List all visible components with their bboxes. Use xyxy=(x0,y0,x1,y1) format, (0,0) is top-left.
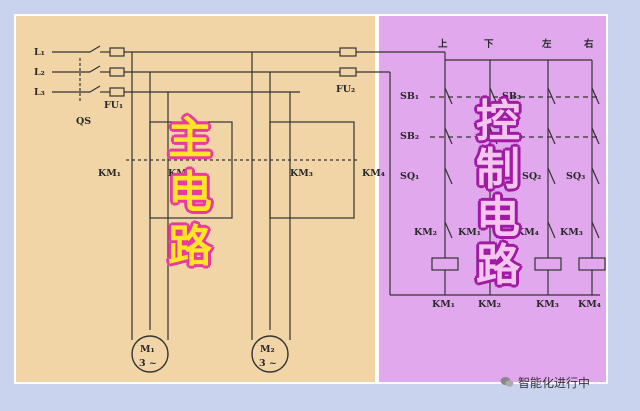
control-circuit-panel xyxy=(377,14,608,384)
direction-up: 上 xyxy=(438,38,448,50)
main-circuit-title: 主 电 路 xyxy=(162,112,218,274)
coil-km1-label: KM₁ xyxy=(432,299,455,310)
coil-km1 xyxy=(431,257,459,271)
sb1-label: SB₁ xyxy=(400,91,419,102)
direction-down: 下 xyxy=(484,39,494,50)
interlock-km1-label: KM₁ xyxy=(458,227,481,238)
control-title-char-1: 控 xyxy=(476,96,520,147)
control-title-char-3: 电 xyxy=(476,192,520,243)
control-wiring xyxy=(389,52,600,296)
motor-1-symbol xyxy=(131,335,169,373)
phase-label-l2: L₂ xyxy=(34,67,45,78)
coil-km2-label: KM₂ xyxy=(478,299,501,310)
main-wiring xyxy=(52,45,445,340)
control-title-char-2: 制 xyxy=(476,144,520,195)
km2-main-label: KM₂ xyxy=(168,168,191,179)
watermark-text: 智能化进行中 xyxy=(518,375,591,390)
control-title-char-4: 路 xyxy=(476,240,520,291)
sb2-label: SB₂ xyxy=(400,131,419,142)
coil-km3 xyxy=(534,257,562,271)
motor-2-label: M₂ xyxy=(260,344,275,355)
direction-right: 右 xyxy=(583,38,594,50)
coil-km3-label: KM₃ xyxy=(536,299,559,310)
interlock-km4-label: KM₄ xyxy=(516,227,539,238)
main-title-char-3: 路 xyxy=(168,221,212,272)
watermark: 智能化进行中 xyxy=(500,371,590,393)
coil-km4 xyxy=(578,257,606,271)
km3-main-label: KM₃ xyxy=(290,168,313,179)
control-circuit-title: 控 制 电 路 xyxy=(470,98,526,290)
main-circuit-panel xyxy=(14,14,377,384)
motor-2-symbol xyxy=(251,335,289,373)
coil-km2 xyxy=(476,257,504,271)
interlock-km2-label: KM₂ xyxy=(414,227,437,238)
km4-main-label: KM₄ xyxy=(362,168,385,179)
sb4-label: SB₄ xyxy=(502,131,521,142)
phase-label-l3: L₃ xyxy=(34,87,45,98)
km1-main-label: KM₁ xyxy=(98,168,121,179)
main-title-char-1: 主 xyxy=(168,113,212,164)
motor-1-sub: 3 ~ xyxy=(139,358,157,369)
main-title-char-2: 电 xyxy=(168,167,212,218)
coil-km4-label: KM₄ xyxy=(578,299,601,310)
motor-2-sub: 3 ~ xyxy=(259,358,277,369)
motor-1-label: M₁ xyxy=(140,344,155,355)
direction-left: 左 xyxy=(541,38,552,50)
interlock-km3-label: KM₃ xyxy=(560,227,583,238)
phase-label-l1: L₁ xyxy=(34,47,45,58)
sq1-label: SQ₁ xyxy=(400,171,419,182)
wechat-icon xyxy=(500,377,514,387)
qs-label: QS xyxy=(76,116,91,127)
fu2-label: FU₂ xyxy=(336,84,355,95)
fu1-label: FU₁ xyxy=(104,100,123,111)
sq2-label: SQ₂ xyxy=(522,171,541,182)
sb3-label: SB₃ xyxy=(502,91,521,102)
sq3-label: SQ₃ xyxy=(566,171,585,182)
